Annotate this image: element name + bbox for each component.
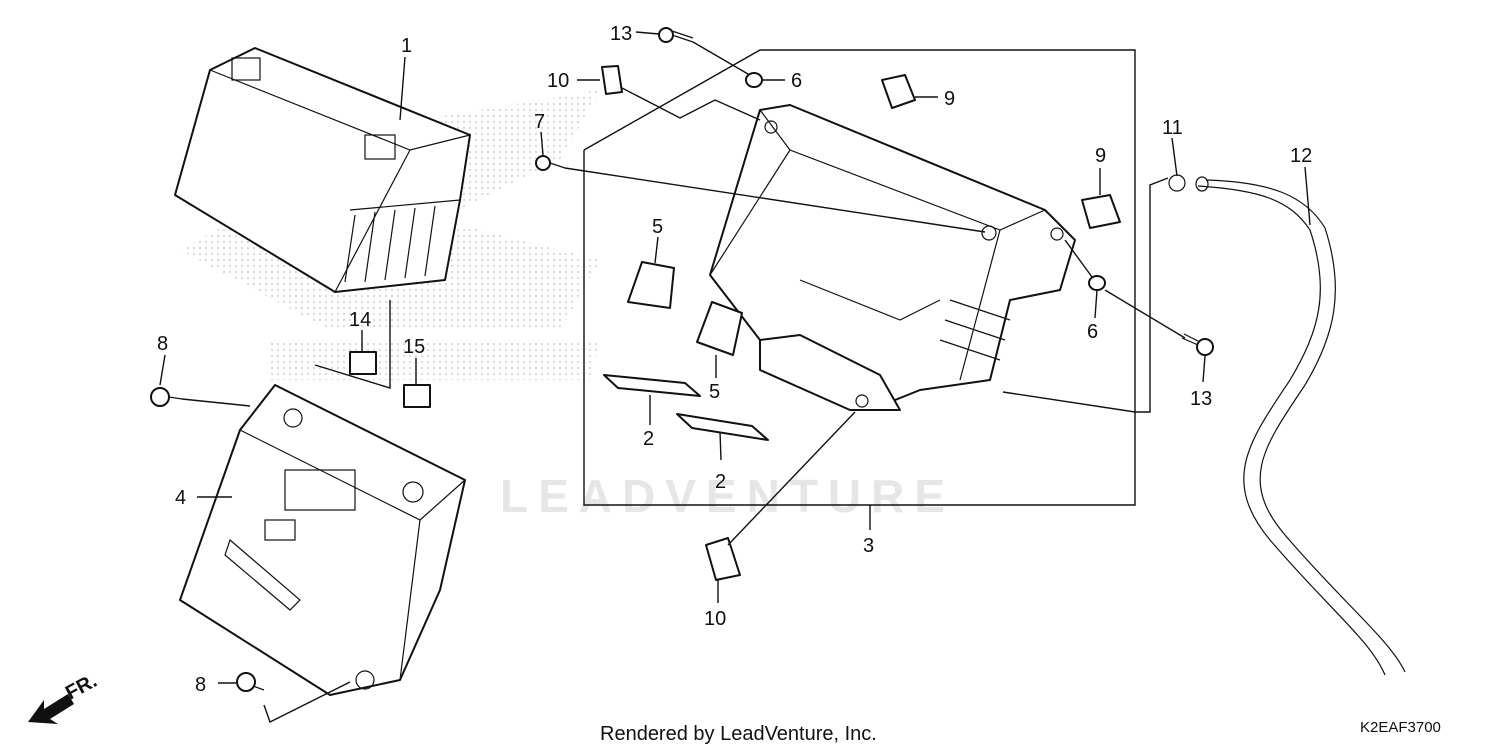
front-arrow-icon — [28, 694, 74, 724]
diagram-code: K2EAF3700 — [1360, 719, 1441, 736]
callout-6-top: 6 — [791, 70, 802, 92]
callout-8-bottom: 8 — [195, 674, 206, 696]
callout-10-top: 10 — [547, 70, 569, 92]
callout-5-lower: 5 — [709, 381, 720, 403]
bolt-13-right[interactable] — [1181, 333, 1214, 356]
rendered-by-credit: Rendered by LeadVenture, Inc. — [600, 723, 877, 745]
sheet-2-left[interactable] — [603, 374, 701, 397]
nut-10-bottom[interactable] — [705, 537, 741, 581]
pad-5-upper[interactable] — [627, 261, 675, 309]
callout-labels: 1 13 10 6 9 7 9 11 12 5 6 13 5 2 2 3 10 … — [157, 23, 1312, 696]
callout-9-top: 9 — [944, 88, 955, 110]
nut-10-top[interactable] — [601, 65, 623, 95]
rivet-7[interactable] — [535, 155, 566, 171]
callout-9-right: 9 — [1095, 145, 1106, 167]
clamp-11[interactable] — [1168, 174, 1186, 192]
clip-9-right[interactable] — [1081, 194, 1121, 229]
grommet-6-top[interactable] — [745, 72, 763, 88]
callout-8-top: 8 — [157, 333, 168, 355]
grommet-6-right[interactable] — [1088, 275, 1106, 291]
callout-15: 15 — [403, 336, 425, 358]
callout-5-upper: 5 — [652, 216, 663, 238]
callout-13-right: 13 — [1190, 388, 1212, 410]
callout-14: 14 — [349, 309, 371, 331]
bolt-13-top[interactable] — [658, 27, 694, 43]
callout-2-left: 2 — [643, 428, 654, 450]
battery-holder-part[interactable] — [179, 384, 466, 696]
assembly-boundary — [583, 49, 1136, 506]
leadventure-watermark: LEADVENTURE — [500, 470, 955, 522]
callout-7: 7 — [534, 111, 545, 133]
callout-10-bottom: 10 — [704, 608, 726, 630]
breather-tube-part[interactable] — [1195, 176, 1406, 676]
relay-14[interactable] — [349, 351, 377, 375]
callout-2-right: 2 — [715, 471, 726, 493]
sheet-2-right[interactable] — [676, 413, 769, 441]
callout-6-right: 6 — [1087, 321, 1098, 343]
callout-4: 4 — [175, 487, 186, 509]
battery-box-part[interactable] — [709, 104, 1076, 411]
callout-3: 3 — [863, 535, 874, 557]
battery-part[interactable] — [174, 47, 471, 293]
leader-lines — [159, 31, 1311, 723]
bolt-8-bottom[interactable] — [236, 672, 265, 692]
relay-15[interactable] — [403, 384, 431, 408]
callout-12: 12 — [1290, 145, 1312, 167]
front-direction-indicator: FR. — [28, 670, 101, 724]
callout-1: 1 — [401, 35, 412, 57]
clip-9-top[interactable] — [881, 74, 916, 109]
callout-11: 11 — [1162, 117, 1183, 139]
callout-13-top: 13 — [610, 23, 632, 45]
pad-5-lower[interactable] — [696, 301, 743, 356]
bolt-8-top[interactable] — [150, 387, 183, 407]
